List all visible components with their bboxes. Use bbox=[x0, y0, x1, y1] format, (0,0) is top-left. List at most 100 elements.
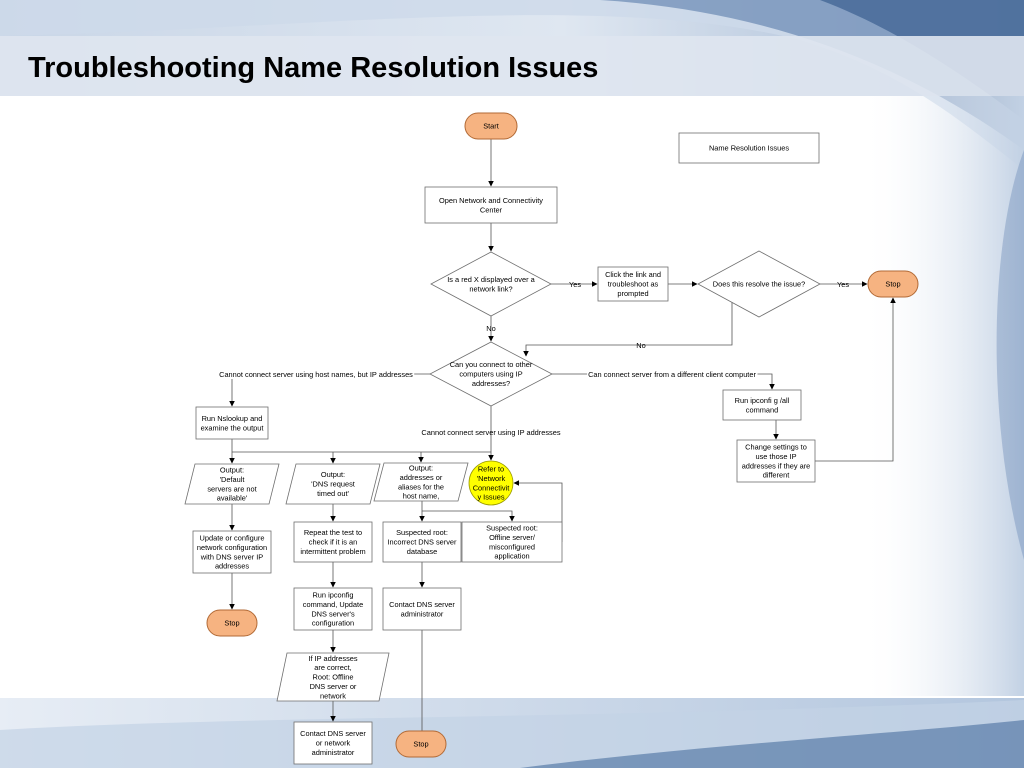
node-label-line: host name, bbox=[403, 492, 440, 501]
connector-line bbox=[395, 630, 423, 746]
node-legend-shape bbox=[678, 132, 820, 164]
node-label-line: Contact DNS server bbox=[389, 600, 455, 609]
node-label-line: 'DNS request bbox=[311, 480, 355, 489]
node-label-line: configuration bbox=[312, 619, 354, 628]
node-label-line: Suspected root: bbox=[486, 524, 538, 533]
node-label-line: y Issues bbox=[477, 493, 504, 502]
node-contact-admin-mid-shape bbox=[382, 587, 462, 631]
node-label-line: DNS server's bbox=[311, 609, 355, 618]
node-label-line: Run ipconfig bbox=[312, 591, 353, 600]
edge-label-yes-resolve: Yes bbox=[837, 280, 849, 289]
node-offline-server-shape bbox=[461, 521, 563, 563]
node-out-default-shape bbox=[184, 463, 280, 505]
node-label-line: Output: bbox=[409, 464, 433, 473]
node-connect-ip-shape bbox=[429, 341, 553, 407]
node-label-line: Can you connect to other bbox=[450, 360, 533, 369]
node-out-timeout-shape bbox=[285, 463, 381, 505]
node-stop-top: Stop bbox=[867, 270, 919, 298]
edge-label-background bbox=[587, 370, 758, 379]
node-open-ncc-shape bbox=[424, 186, 558, 224]
node-label-line: Offline server/ bbox=[489, 533, 536, 542]
node-label-line: Is a red X displayed over a bbox=[447, 275, 535, 284]
edge-label-background bbox=[218, 370, 415, 379]
edge-label-host-names: Cannot connect server using host names, … bbox=[219, 370, 413, 379]
node-label-line: Incorrect DNS server bbox=[388, 538, 458, 547]
node-label-line: servers are not bbox=[207, 484, 256, 493]
node-repeat-test-shape bbox=[293, 521, 373, 563]
node-label-line: Change settings to bbox=[745, 443, 807, 452]
node-label-line: addresses? bbox=[472, 379, 510, 388]
node-label-line: Open Network and Connectivity bbox=[439, 196, 543, 205]
edge-label-no-resolve: No bbox=[636, 341, 645, 350]
node-label-line: Does this resolve the issue? bbox=[713, 280, 805, 289]
title-band bbox=[0, 36, 1024, 96]
node-label-line: If IP addresses bbox=[308, 654, 357, 663]
node-incorrect-db: Suspected root:Incorrect DNS serverdatab… bbox=[382, 521, 462, 563]
node-label-line: different bbox=[763, 471, 790, 480]
node-label-line: Contact DNS server bbox=[300, 729, 366, 738]
node-label-line: network link? bbox=[469, 284, 512, 293]
node-label-line: addresses bbox=[215, 562, 249, 571]
node-label-line: Refer to bbox=[478, 465, 504, 474]
footer-wave-dark bbox=[520, 720, 1024, 768]
node-out-aliases-shape bbox=[373, 462, 469, 502]
node-label-line: addresses or bbox=[400, 473, 443, 482]
node-label-line: timed out' bbox=[317, 489, 349, 498]
edge-label-yes-red-x: Yes bbox=[569, 280, 581, 289]
connector-line bbox=[523, 301, 733, 357]
node-label-line: Output: bbox=[321, 470, 345, 479]
node-label-line: aliases for the bbox=[398, 482, 444, 491]
node-click-link-shape bbox=[597, 266, 669, 302]
node-label-line: or network bbox=[316, 739, 351, 748]
node-label-line: Run Nslookup and bbox=[202, 414, 263, 423]
node-label-line: troubleshoot as bbox=[608, 280, 659, 289]
node-label-line: 'Default bbox=[220, 475, 245, 484]
node-label-line: are correct, bbox=[314, 663, 351, 672]
node-refer-ncc-shape bbox=[468, 460, 514, 506]
node-label-line: check if it is an bbox=[309, 538, 357, 547]
node-stop-left: Stop bbox=[206, 609, 258, 637]
node-label-line: Name Resolution Issues bbox=[709, 144, 789, 153]
node-label-line: DNS server or bbox=[310, 682, 357, 691]
node-label-line: Stop bbox=[224, 619, 239, 628]
node-stop-bottom-shape bbox=[395, 730, 447, 758]
node-label-line: application bbox=[494, 552, 529, 561]
node-label-line: Run ipconfi g /all bbox=[735, 396, 790, 405]
node-label-line: available' bbox=[217, 494, 248, 503]
connector-line bbox=[815, 297, 896, 462]
node-label-line: network configuration bbox=[197, 543, 267, 552]
node-resolve: Does this resolve the issue? bbox=[697, 250, 821, 318]
node-label-line: use those IP bbox=[755, 452, 796, 461]
node-label-line: administrator bbox=[312, 748, 355, 757]
node-label-line: with DNS server IP bbox=[200, 552, 263, 561]
node-label-line: network bbox=[320, 691, 346, 700]
node-ip-correct-shape bbox=[276, 652, 390, 702]
node-offline-server: Suspected root:Offline server/misconfigu… bbox=[461, 521, 563, 563]
header-wave-dark bbox=[820, 0, 1024, 120]
node-label-line: Click the link and bbox=[605, 270, 661, 279]
edge-label-cannot-ip: Cannot connect server using IP addresses bbox=[421, 428, 560, 437]
node-label-line: command, Update bbox=[303, 600, 363, 609]
node-nslookup-shape bbox=[195, 406, 269, 440]
node-start: Start bbox=[464, 112, 518, 140]
node-ipconfig-all-shape bbox=[722, 389, 802, 421]
page-title: Troubleshooting Name Resolution Issues bbox=[28, 52, 599, 84]
node-stop-top-shape bbox=[867, 270, 919, 298]
connector-line bbox=[421, 501, 515, 522]
node-label-line: examine the output bbox=[201, 423, 264, 432]
